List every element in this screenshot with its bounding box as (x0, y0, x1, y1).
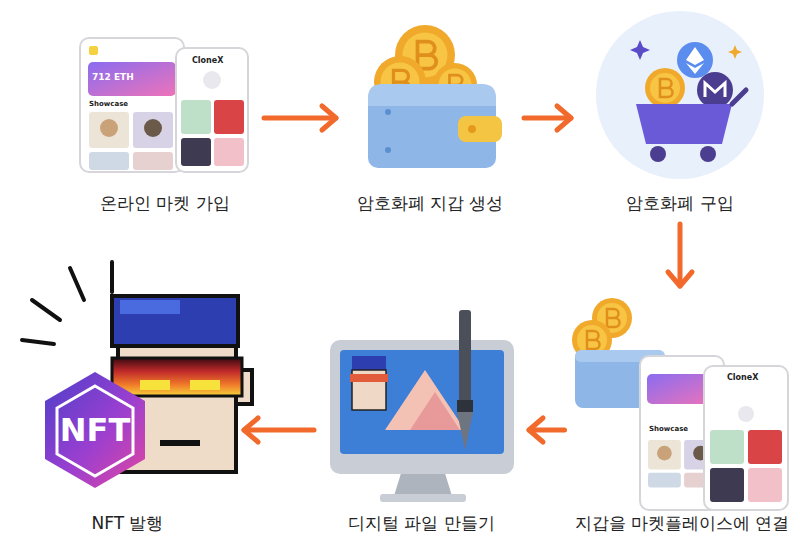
arrow-head (322, 106, 336, 130)
flow-arrow (524, 106, 571, 130)
illustration-text: CloneX (727, 374, 758, 383)
flow-arrow (529, 418, 565, 442)
arrow-head (529, 418, 543, 442)
flow-arrow (668, 224, 692, 286)
step-label: 암호화폐 지갑 생성 (357, 193, 504, 214)
step-node: NFT 발행 (15, 255, 240, 540)
step-node: 온라인 마켓 가입 (70, 35, 260, 220)
arrow-line (264, 116, 336, 121)
step-node: 암호화폐 지갑 생성 (340, 15, 520, 220)
step-node: 지갑을 마켓플레이스에 연결 (569, 290, 796, 540)
flow-arrow (244, 418, 314, 442)
step-label: 온라인 마켓 가입 (100, 193, 230, 214)
step-label: 암호화폐 구입 (626, 193, 733, 214)
illustration-text: Showcase (89, 101, 128, 109)
arrow-head (244, 418, 258, 442)
step-label: 지갑을 마켓플레이스에 연결 (575, 513, 790, 534)
arrow-line (678, 224, 683, 286)
step-label: 디지털 파일 만들기 (348, 513, 495, 534)
arrow-line (244, 428, 314, 433)
arrow-head (557, 106, 571, 130)
illustration-text: 712 ETH (92, 73, 134, 83)
illustration-text: CloneX (192, 57, 223, 66)
arrow-head (668, 272, 692, 286)
illustration-text: Showcase (649, 426, 688, 434)
step-node: 디지털 파일 만들기 (318, 300, 525, 540)
arrow-line (524, 116, 571, 121)
flow-arrow (264, 106, 336, 130)
step-node: 암호화폐 구입 (575, 10, 785, 220)
step-label: NFT 발행 (92, 513, 164, 534)
illustration-text: NFT (60, 413, 130, 448)
